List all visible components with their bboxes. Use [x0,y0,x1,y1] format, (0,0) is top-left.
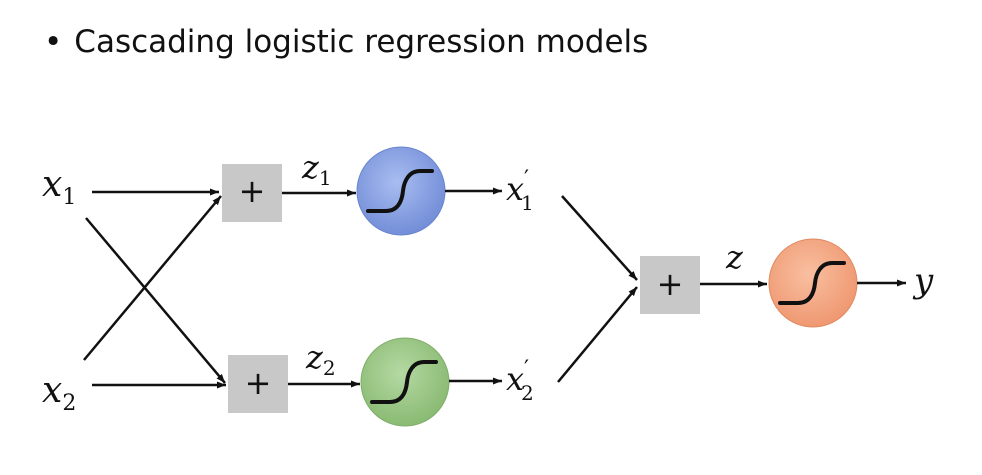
sigmoid-curve-1-icon [366,169,434,213]
z1-label: z1 [301,148,332,190]
input-x1-label: x1 [42,164,76,210]
sum-node-2-symbol: + [245,364,272,402]
sigmoid-curve-2-icon [370,360,438,404]
x2-prime-label: x′2 [506,357,534,405]
sigmoid-node-1 [356,146,446,236]
sigmoid-node-output [768,238,858,328]
sum-node-1: + [222,164,282,222]
sum-node-3-symbol: + [657,265,684,303]
slide-bullet: • Cascading logistic regression models [44,22,648,62]
x1-prime-label: x′1 [506,167,534,215]
arrow-x2-to-sum1 [83,195,222,361]
sum-node-3: + [640,256,700,314]
sum-node-1-symbol: + [239,172,266,210]
bullet-text: Cascading logistic regression models [74,24,649,60]
bullet-dot: • [44,24,63,60]
z-label: z [725,238,744,276]
sum-node-2: + [228,355,288,413]
output-y-label: y [912,261,934,301]
sigmoid-curve-output-icon [778,261,846,305]
z2-label: z2 [305,338,336,380]
input-x2-label: x2 [42,370,76,416]
arrow-x1prime-to-sum3 [561,195,638,281]
arrow-x2prime-to-sum3 [557,286,638,383]
sigmoid-node-2 [360,337,450,427]
arrow-x1-to-sum2 [85,217,226,384]
